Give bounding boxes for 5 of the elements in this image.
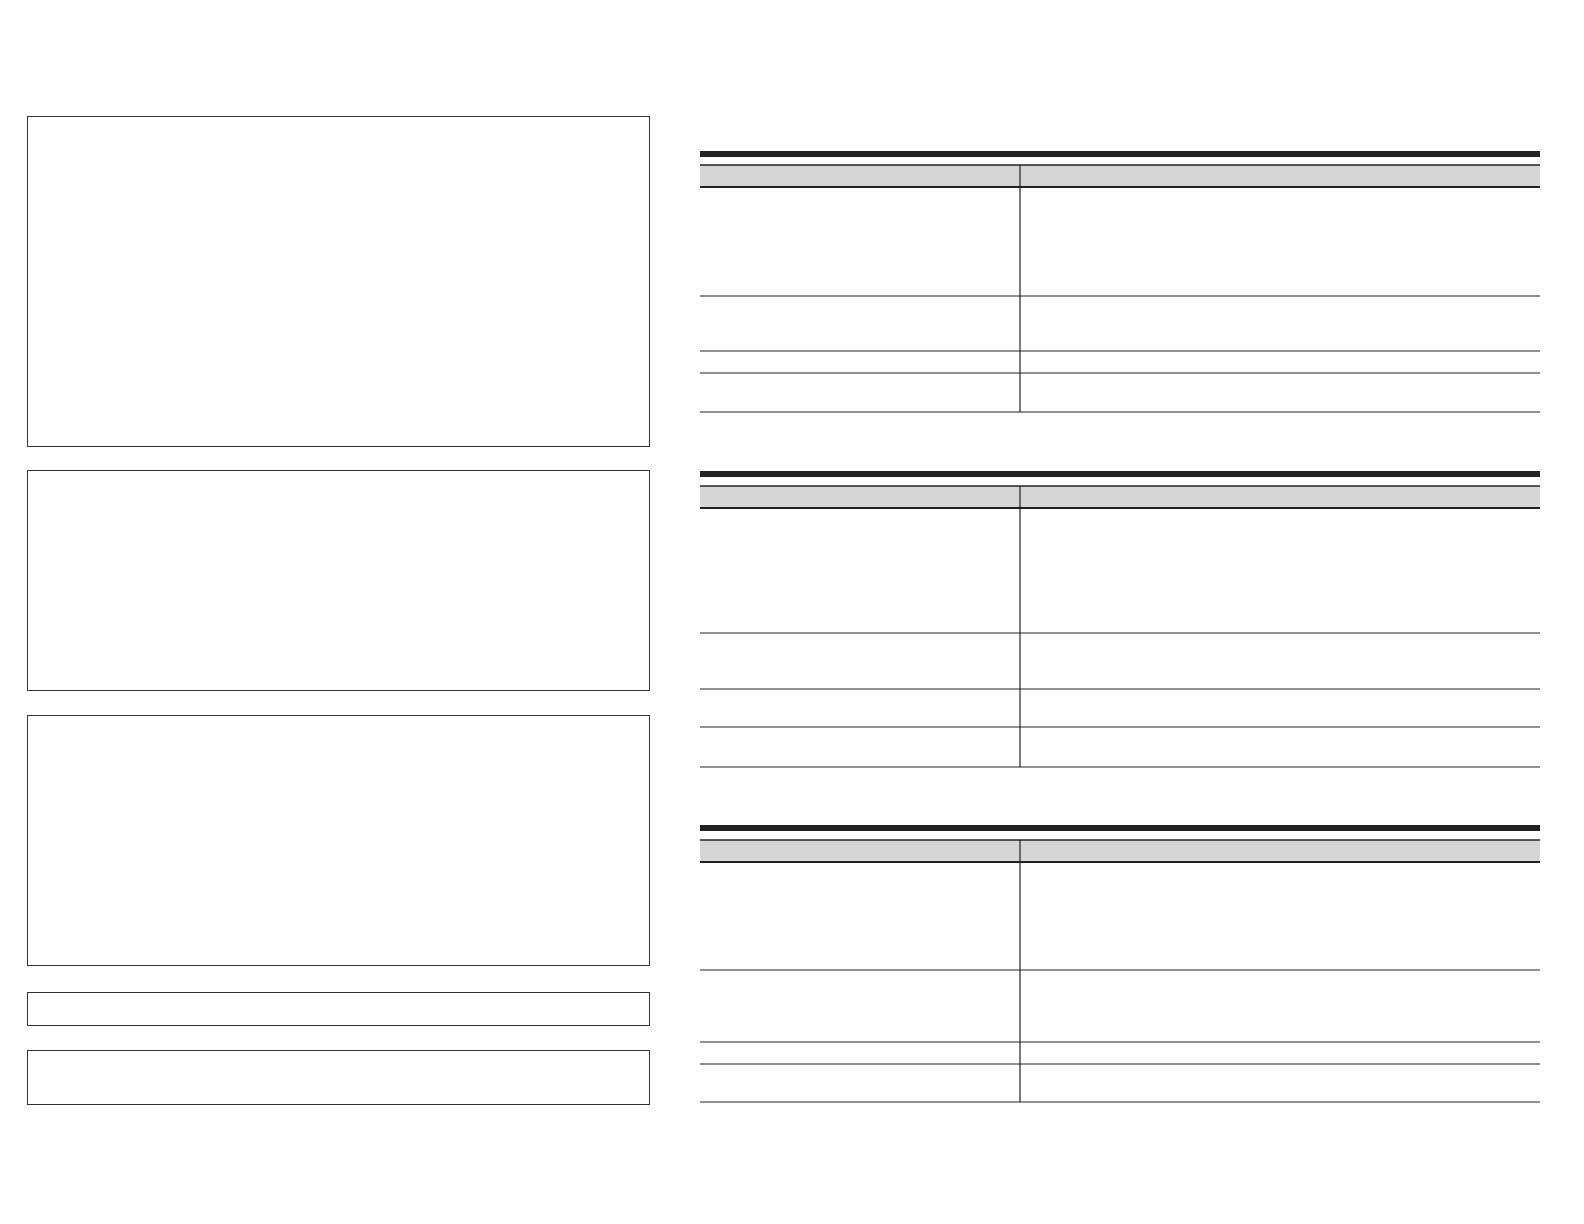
- empty-box: [27, 992, 650, 1026]
- empty-box: [27, 116, 650, 447]
- empty-box: [27, 470, 650, 691]
- empty-box: [27, 1050, 650, 1105]
- empty-box: [27, 715, 650, 966]
